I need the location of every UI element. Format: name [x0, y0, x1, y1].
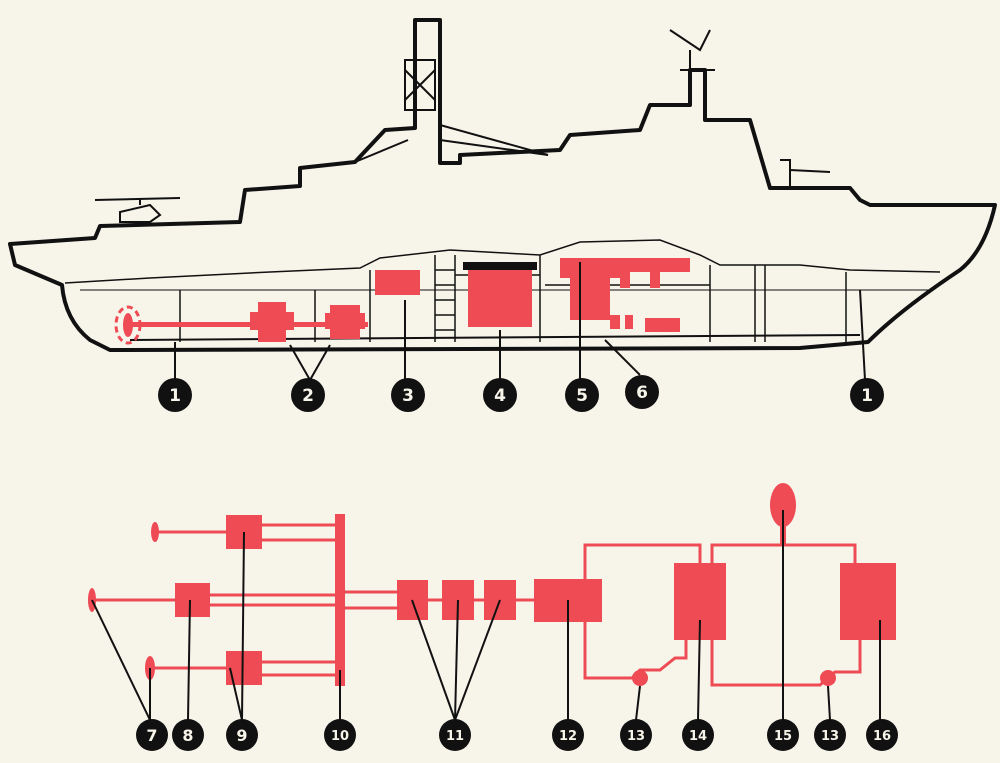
- hull-outline: [8, 18, 997, 352]
- schematic-callout-13: 13: [620, 719, 652, 751]
- svg-text:5: 5: [576, 386, 588, 406]
- svg-text:16: 16: [873, 729, 891, 744]
- ship-profile: [8, 18, 997, 381]
- schematic-callout-9: 9: [226, 719, 258, 751]
- svg-text:3: 3: [402, 386, 414, 406]
- schematic-callout-8: 8: [172, 719, 204, 751]
- hull-callout-1-bow: 1: [850, 378, 884, 412]
- svg-text:7: 7: [146, 726, 157, 745]
- inner-deck-line: [64, 239, 941, 284]
- hull-leader-lines: [174, 262, 866, 381]
- svg-text:4: 4: [494, 386, 506, 406]
- hull-callout-1: 1: [158, 378, 192, 412]
- svg-text:8: 8: [182, 726, 193, 745]
- svg-text:14: 14: [689, 729, 707, 744]
- helicopter: [94, 197, 181, 223]
- schematic-callout-14: 14: [682, 719, 714, 751]
- svg-text:6: 6: [636, 383, 648, 403]
- svg-text:2: 2: [302, 386, 314, 406]
- hull-callout-2: 2: [291, 378, 325, 412]
- svg-text:15: 15: [774, 729, 792, 744]
- svg-text:1: 1: [169, 386, 181, 406]
- svg-text:10: 10: [331, 729, 349, 744]
- schematic-callout-10: 10: [324, 719, 356, 751]
- schematic-callout-12: 12: [552, 719, 584, 751]
- schematic-leader-lines: [91, 510, 881, 721]
- hull-callout-5: 5: [565, 378, 599, 412]
- power-schematic: [88, 483, 896, 721]
- schematic-callout-15: 15: [767, 719, 799, 751]
- svg-text:13: 13: [627, 729, 645, 744]
- schematic-blocks: [88, 483, 896, 686]
- machinery: [114, 258, 690, 345]
- hull-callout-4: 4: [483, 378, 517, 412]
- svg-text:11: 11: [446, 729, 464, 744]
- schematic-callout-11: 11: [439, 719, 471, 751]
- hull-callout-3: 3: [391, 378, 425, 412]
- schematic-callout-16: 16: [866, 719, 898, 751]
- double-bottom-line: [129, 334, 861, 341]
- mast-details: [354, 29, 831, 188]
- schematic-callouts: 7 8 9 10 11 12 13 14 15 13 16: [136, 719, 898, 751]
- svg-text:13: 13: [821, 729, 839, 744]
- hull-callouts: 1 2 3 4 5 6 1: [158, 375, 884, 412]
- svg-text:12: 12: [559, 729, 577, 744]
- hull-callout-6: 6: [625, 375, 659, 409]
- schematic-callout-13-second: 13: [814, 719, 846, 751]
- schematic-callout-7: 7: [136, 719, 168, 751]
- svg-text:1: 1: [861, 386, 873, 406]
- svg-text:9: 9: [236, 726, 247, 745]
- schematic-lines: [92, 523, 862, 687]
- ladder: [435, 269, 455, 331]
